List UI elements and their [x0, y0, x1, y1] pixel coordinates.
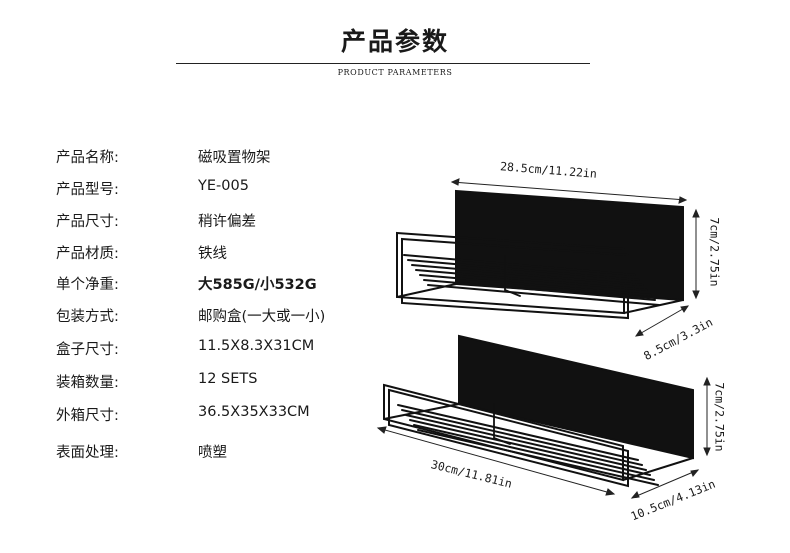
- param-label: 单个净重:: [56, 277, 119, 293]
- param-label: 产品名称:: [56, 150, 119, 166]
- page-subtitle: PRODUCT PARAMETERS: [337, 68, 453, 77]
- param-value: 大585G/小532G: [198, 277, 317, 293]
- param-label: 装箱数量:: [56, 375, 119, 391]
- param-value: 喷塑: [198, 445, 227, 461]
- param-value: 11.5X8.3X31CM: [198, 338, 315, 354]
- param-label: 产品型号:: [56, 182, 119, 198]
- title-divider: [176, 63, 590, 64]
- large-shelf-image: [383, 334, 694, 488]
- param-label: 外箱尺寸:: [56, 408, 119, 424]
- param-value: 邮购盒(一大或一小): [198, 309, 326, 325]
- dimension-arrows: [376, 178, 711, 499]
- param-value: 36.5X35X33CM: [198, 404, 310, 420]
- small-shelf-image: [396, 189, 684, 320]
- param-label: 包装方式:: [56, 309, 119, 325]
- small-height-label: 7cm/2.75in: [707, 217, 722, 287]
- param-label: 表面处理:: [56, 445, 119, 461]
- param-value: 12 SETS: [198, 371, 258, 387]
- param-label: 盒子尺寸:: [56, 342, 119, 358]
- param-value: YE-005: [198, 178, 249, 194]
- large-height-label: 7cm/2.75in: [712, 382, 727, 452]
- page-title: 产品参数: [340, 27, 449, 56]
- param-label: 产品尺寸:: [56, 214, 119, 230]
- param-value: 磁吸置物架: [198, 150, 271, 166]
- param-value: 铁线: [198, 246, 227, 262]
- param-label: 产品材质:: [56, 246, 119, 262]
- param-value: 稍许偏差: [198, 214, 256, 230]
